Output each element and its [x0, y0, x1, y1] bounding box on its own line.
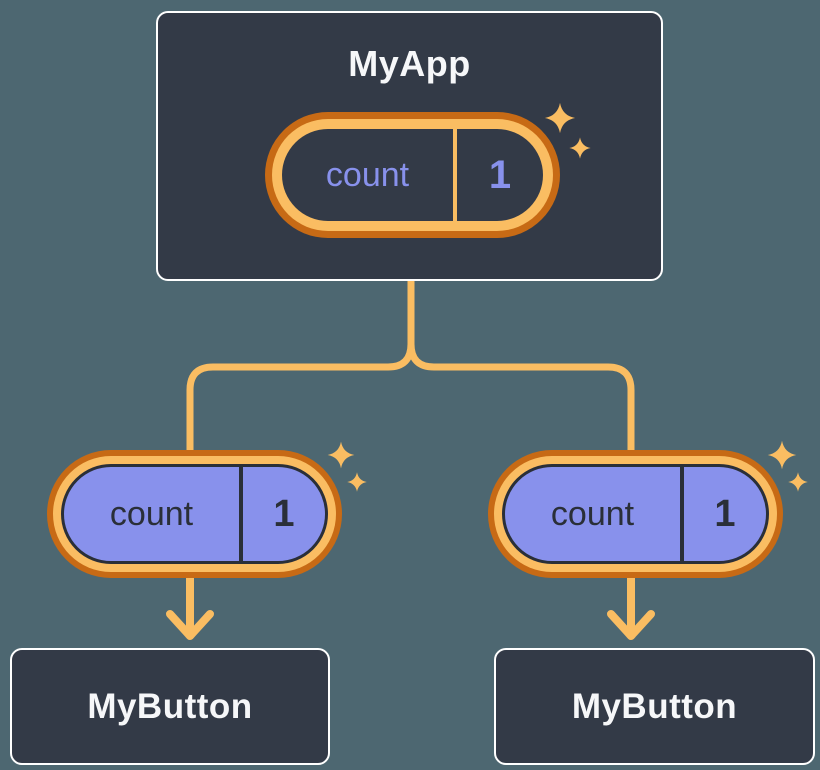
prop-name: count [109, 494, 194, 533]
prop-pill-core: count 1 [502, 464, 769, 564]
sparkle-icon [347, 472, 367, 492]
node-mybutton-right-label: MyButton [571, 686, 738, 726]
branch-right-line [407, 277, 635, 455]
prop-pill-inner-ring: count 1 [494, 456, 777, 572]
prop-pill-outer-ring: count 1 [47, 450, 342, 578]
node-myapp-label: MyApp [348, 43, 471, 84]
sparkle-icon [327, 441, 355, 469]
node-mybutton-left: MyButton [10, 648, 330, 765]
state-value: 1 [488, 152, 512, 197]
prop-pill-divider [680, 467, 684, 561]
state-pill-count: count 1 [265, 112, 560, 238]
prop-pill-inner-ring: count 1 [53, 456, 336, 572]
prop-pill-divider [239, 467, 243, 561]
arrow-right-head [607, 610, 655, 640]
state-name: count [325, 155, 410, 194]
arrow-left-head [166, 610, 214, 640]
state-pill-inner-ring: count 1 [272, 119, 553, 231]
sparkle-icon [788, 472, 808, 492]
prop-value: 1 [714, 492, 736, 535]
state-pill-outer-ring: count 1 [265, 112, 560, 238]
prop-pill-outer-ring: count 1 [488, 450, 783, 578]
prop-name: count [550, 494, 635, 533]
prop-pill-count-right: count 1 [488, 450, 783, 578]
node-mybutton-left-label: MyButton [87, 686, 253, 726]
node-mybutton-right: MyButton [494, 648, 815, 765]
state-pill-core: count 1 [282, 129, 543, 221]
sparkle-icon [569, 137, 591, 159]
prop-pill-count-left: count 1 [47, 450, 342, 578]
prop-pill-core: count 1 [61, 464, 328, 564]
sparkle-icon [767, 440, 797, 470]
branch-left-line [186, 277, 415, 455]
state-pill-divider [453, 129, 457, 221]
sparkle-icon [544, 102, 576, 134]
prop-value: 1 [273, 492, 295, 535]
